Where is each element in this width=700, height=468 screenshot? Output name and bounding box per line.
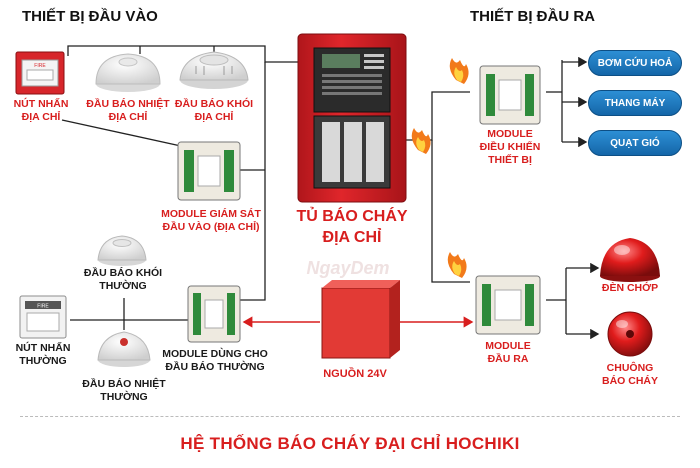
power-supply-icon — [321, 280, 400, 359]
target-fan: QUẠT GIÓ — [588, 130, 682, 156]
alarm-bell-icon — [607, 311, 653, 357]
heat-detector-label: ĐẦU BÁO NHIỆT ĐỊA CHỈ — [86, 98, 170, 123]
smoke-detector-label: ĐẦU BÁO KHÓI ĐỊA CHỈ — [174, 98, 254, 123]
diagram-title: HỆ THỐNG BÁO CHÁY ĐẠI CHỈ HOCHIKI — [180, 434, 520, 453]
strobe-light-icon — [600, 238, 660, 282]
target-elevator: THANG MÁY — [588, 90, 682, 116]
conventional-smoke-label: ĐẦU BÁO KHÓI THƯỜNG — [83, 267, 163, 292]
svg-text:FIRE: FIRE — [37, 304, 49, 310]
svg-text:FIRE: FIRE — [34, 63, 46, 69]
input-module-icon — [177, 141, 241, 201]
heat-detector-icon — [95, 53, 161, 92]
strobe-label: ĐÈN CHỚP — [601, 282, 659, 294]
manual-call-point-icon: FIRE — [15, 51, 65, 95]
conventional-module-label: MODULE DÙNG CHO ĐẦU BÁO THƯỜNG — [162, 348, 268, 373]
bell-label: CHUÔNG BÁO CHÁY — [601, 362, 658, 387]
input-wiring — [61, 45, 298, 330]
output-wiring — [406, 56, 600, 340]
watermark: NgayDem — [306, 258, 390, 278]
panel-label: TỦ BÁO CHÁY ĐỊA CHỈ — [296, 208, 408, 246]
power-supply-label: NGUỒN 24V — [323, 368, 387, 380]
target-fire-pump: BƠM CỨU HOẢ — [588, 50, 682, 76]
control-module-icon — [479, 65, 541, 125]
divider — [20, 416, 680, 417]
output-module-icon — [475, 275, 541, 335]
smoke-detector-icon — [179, 51, 249, 89]
conventional-call-point-icon: FIRE — [19, 295, 67, 339]
conventional-button-label: NÚT NHẤN THƯỜNG — [15, 342, 71, 367]
conventional-module-icon — [187, 285, 241, 343]
manual-call-point-label: NÚT NHẤN ĐỊA CHỈ — [13, 98, 69, 123]
inputs-section-title: THIẾT BỊ ĐẦU VÀO — [22, 8, 158, 25]
conventional-heat-label: ĐẦU BÁO NHIỆT THƯỜNG — [82, 378, 166, 403]
fire-alarm-panel-icon — [297, 33, 407, 203]
conventional-smoke-detector-icon — [97, 235, 147, 266]
output-module-label: MODULE ĐẦU RA — [485, 340, 531, 365]
conventional-heat-detector-icon — [97, 331, 151, 367]
outputs-section-title: THIẾT BỊ ĐẦU RA — [470, 8, 595, 25]
control-module-label: MODULE ĐIỀU KHIỂN THIẾT BỊ — [479, 128, 541, 166]
input-module-label: MODULE GIÁM SÁT ĐẦU VÀO (ĐỊA CHỈ) — [161, 208, 261, 233]
